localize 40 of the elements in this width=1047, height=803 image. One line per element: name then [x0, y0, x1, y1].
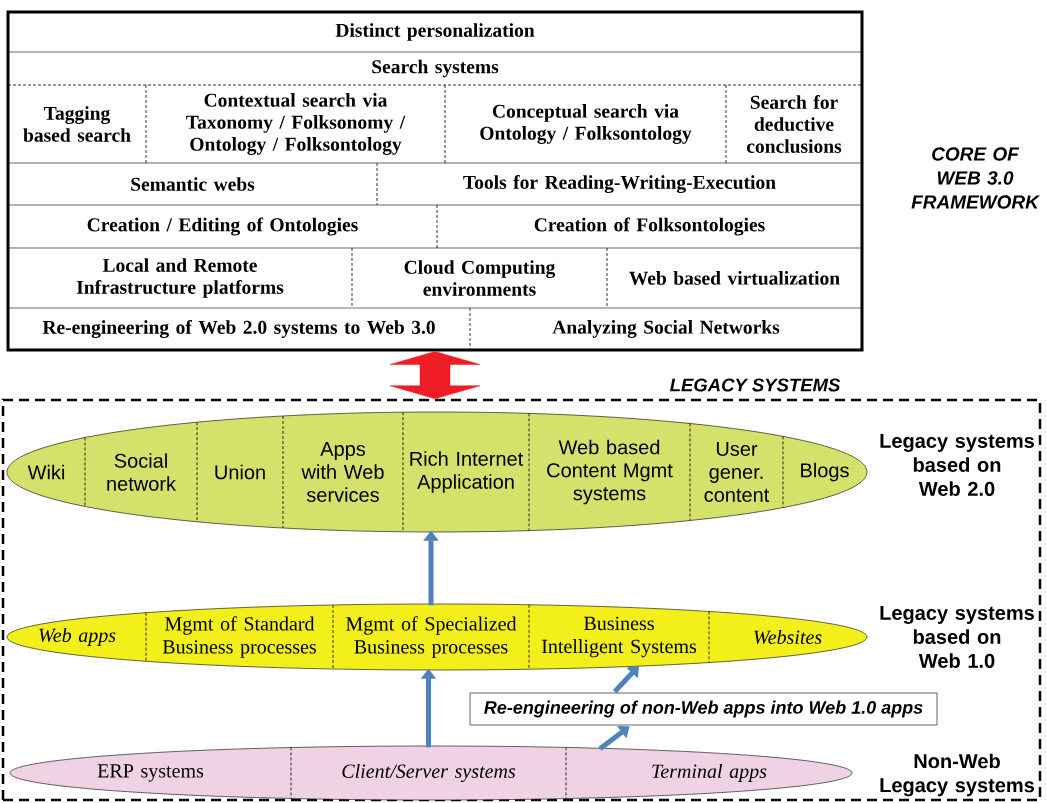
segment-label: Business Intelligent Systems [541, 616, 697, 658]
framework-cell: Conceptual search via Ontology / Folksontology [480, 104, 692, 144]
segment-label: ERP systems [97, 764, 204, 782]
segment-label: Wiki [27, 464, 65, 480]
framework-cell: Distinct personalization [335, 23, 535, 41]
framework-cell: Web based virtualization [629, 271, 840, 285]
segment-label: Websites [754, 629, 822, 645]
segment-label: Rich Internet Application [410, 451, 524, 493]
note-box: Re-engineering of non-Web apps into Web 1.0 apps [469, 692, 938, 726]
segment-label: Union [215, 464, 265, 480]
framework-cell: Tagging based search [23, 106, 131, 142]
group-heading: LEGACY SYSTEMS [670, 378, 841, 392]
framework-cell: Semantic webs [131, 177, 255, 191]
segment-label: Web based Content Mgmt systems [547, 439, 673, 505]
segment-label: Terminal apps [652, 763, 767, 783]
framework-cell: Search for deductive conclusions [747, 95, 842, 153]
segment-label: Client/Server systems [342, 763, 516, 783]
arrow [598, 726, 630, 751]
segment-label: Social network [107, 453, 177, 491]
double-arrow [389, 351, 481, 399]
side-label: Legacy systems based on Web 2.0 [880, 434, 1034, 496]
framework-cell: Creation of Folksontologies [534, 217, 765, 236]
segment-label: Blogs [801, 462, 849, 482]
framework-cell: Creation / Editing of Ontologies [87, 217, 358, 236]
segment-label: User gener. content [704, 442, 770, 502]
framework-cell: Local and Remote Infrastructure platforms [76, 258, 284, 298]
framework-cell: Cloud Computing environments [404, 260, 556, 296]
side-label: Non-Web Legacy systems [880, 753, 1034, 797]
arrow [612, 665, 639, 694]
framework-cell: Analyzing Social Networks [552, 320, 780, 338]
side-label: CORE OF WEB 3.0 FRAMEWORK [911, 147, 1040, 209]
framework-cell: Re-engineering of Web 2.0 systems to Web 3.0 [42, 320, 435, 338]
segment-label: Apps with Web services [301, 442, 384, 502]
framework-cell: Tools for Reading-Writing-Execution [463, 175, 776, 193]
segment-label: Mgmt of Specialized Business processes [346, 616, 517, 658]
framework-cell: Contextual search via Taxonomy / Folksonomy / Ontology / Folksontology [186, 93, 406, 155]
segment-label: Web apps [39, 627, 116, 647]
framework-cell: Search systems [372, 59, 499, 78]
segment-label: Mgmt of Standard Business processes [162, 616, 316, 658]
side-label: Legacy systems based on Web 1.0 [880, 606, 1034, 668]
